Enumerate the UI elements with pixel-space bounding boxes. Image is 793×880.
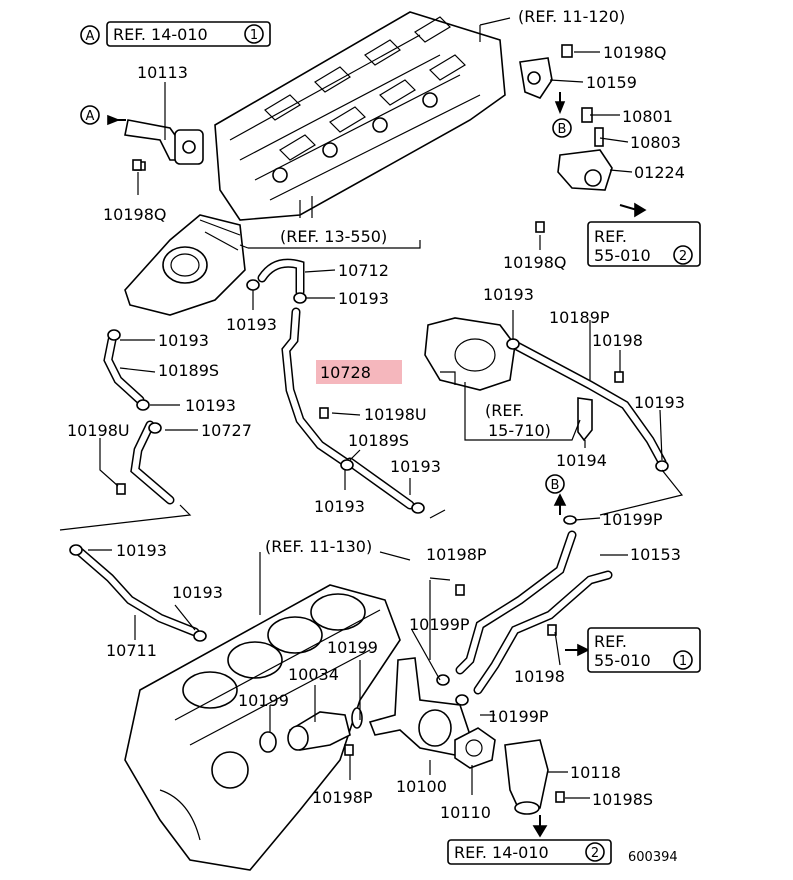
label-10801[interactable]: 10801 <box>622 107 673 126</box>
ref-15-710-line1[interactable]: (REF. <box>485 401 524 420</box>
water-pump-drawing <box>424 317 516 391</box>
hoses <box>75 258 667 695</box>
part-labels: 10113 10198Q 10198Q 10198Q 10159 10801 1… <box>67 43 685 822</box>
label-10198s[interactable]: 10198S <box>592 790 653 809</box>
svg-text:2: 2 <box>591 846 599 861</box>
ref-box-55-010-bottom[interactable]: REF. 55-010 1 <box>587 627 701 673</box>
ref-11-120[interactable]: (REF. 11-120) <box>518 7 625 26</box>
label-10198-b[interactable]: 10198 <box>514 667 565 686</box>
clamps <box>69 279 669 706</box>
label-10159[interactable]: 10159 <box>586 73 637 92</box>
ref-13-550[interactable]: (REF. 13-550) <box>280 227 387 246</box>
flow-arrows <box>107 92 647 838</box>
svg-text:REF. 14-010: REF. 14-010 <box>113 25 208 44</box>
bolts <box>116 159 624 803</box>
ref-box-14-010-bottom[interactable]: REF. 14-010 2 <box>447 839 612 865</box>
label-10189p[interactable]: 10189P <box>549 308 610 327</box>
label-10193-3[interactable]: 10193 <box>158 331 209 350</box>
thermo-housing-top-drawing <box>519 44 613 191</box>
svg-text:REF. 14-010: REF. 14-010 <box>454 843 549 862</box>
svg-text:A: A <box>86 29 95 44</box>
label-10199p-b[interactable]: 10199P <box>409 615 470 634</box>
svg-text:2: 2 <box>679 249 687 264</box>
label-10189s-a[interactable]: 10189S <box>158 361 219 380</box>
marker-a-left: A <box>80 105 100 125</box>
label-10153[interactable]: 10153 <box>630 545 681 564</box>
label-10711[interactable]: 10711 <box>106 641 157 660</box>
figure-code: 600394 <box>628 850 678 865</box>
label-10193-6[interactable]: 10193 <box>314 497 365 516</box>
label-10193-2[interactable]: 10193 <box>226 315 277 334</box>
label-10199p-a[interactable]: 10199P <box>602 510 663 529</box>
label-10198p-b[interactable]: 10198P <box>312 788 373 807</box>
marker-a-top: A <box>80 25 100 45</box>
label-10193-7[interactable]: 10193 <box>483 285 534 304</box>
svg-text:55-010: 55-010 <box>594 246 651 265</box>
label-10199p-c[interactable]: 10199P <box>488 707 549 726</box>
svg-text:REF.: REF. <box>594 632 627 651</box>
svg-text:REF.: REF. <box>594 227 627 246</box>
label-10198q-b[interactable]: 10198Q <box>603 43 667 62</box>
label-10113[interactable]: 10113 <box>137 63 188 82</box>
label-10199-b[interactable]: 10199 <box>238 691 289 710</box>
ref-box-14-010-top[interactable]: REF. 14-010 1 <box>106 21 271 47</box>
label-10193-8[interactable]: 10193 <box>634 393 685 412</box>
svg-text:55-010: 55-010 <box>594 651 651 670</box>
label-10194[interactable]: 10194 <box>556 451 607 470</box>
label-10034[interactable]: 10034 <box>288 665 339 684</box>
label-10193-4[interactable]: 10193 <box>185 396 236 415</box>
label-10803[interactable]: 10803 <box>630 133 681 152</box>
marker-b-mid: B <box>545 474 565 494</box>
ref-15-710-line2[interactable]: 15-710) <box>488 421 551 440</box>
label-10198q-c[interactable]: 10198Q <box>503 253 567 272</box>
svg-text:1: 1 <box>679 654 687 669</box>
label-10193-5[interactable]: 10193 <box>390 457 441 476</box>
label-10118[interactable]: 10118 <box>570 763 621 782</box>
cylinder-block-drawing <box>124 584 401 871</box>
svg-text:A: A <box>86 109 95 124</box>
label-10198u-a[interactable]: 10198U <box>364 405 427 424</box>
ref-11-130[interactable]: (REF. 11-130) <box>265 537 372 556</box>
label-10193-10[interactable]: 10193 <box>172 583 223 602</box>
thermostat-housing-drawing <box>368 657 549 815</box>
label-10727[interactable]: 10727 <box>201 421 252 440</box>
cylinder-head-drawing <box>214 11 506 221</box>
highlight-10728 <box>316 360 402 384</box>
marker-b-top: B <box>552 118 572 138</box>
ref-box-55-010-top[interactable]: REF. 55-010 2 <box>587 221 701 267</box>
label-10193-9[interactable]: 10193 <box>116 541 167 560</box>
intake-manifold-drawing <box>124 214 246 316</box>
label-10110[interactable]: 10110 <box>440 803 491 822</box>
leader-lines <box>59 17 684 799</box>
label-10198u-b[interactable]: 10198U <box>67 421 130 440</box>
label-10100[interactable]: 10100 <box>396 777 447 796</box>
svg-text:1: 1 <box>250 28 258 43</box>
label-10712[interactable]: 10712 <box>338 261 389 280</box>
label-10198-a[interactable]: 10198 <box>592 331 643 350</box>
label-10193-1[interactable]: 10193 <box>338 289 389 308</box>
label-10199-a[interactable]: 10199 <box>327 638 378 657</box>
label-10198q-a[interactable]: 10198Q <box>103 205 167 224</box>
label-10728[interactable]: 10728 <box>320 363 371 382</box>
svg-text:B: B <box>551 478 560 493</box>
label-01224[interactable]: 01224 <box>634 163 685 182</box>
bracket-drawing <box>577 397 593 442</box>
label-10189s-b[interactable]: 10189S <box>348 431 409 450</box>
label-10198p-a[interactable]: 10198P <box>426 545 487 564</box>
svg-text:B: B <box>558 122 567 137</box>
